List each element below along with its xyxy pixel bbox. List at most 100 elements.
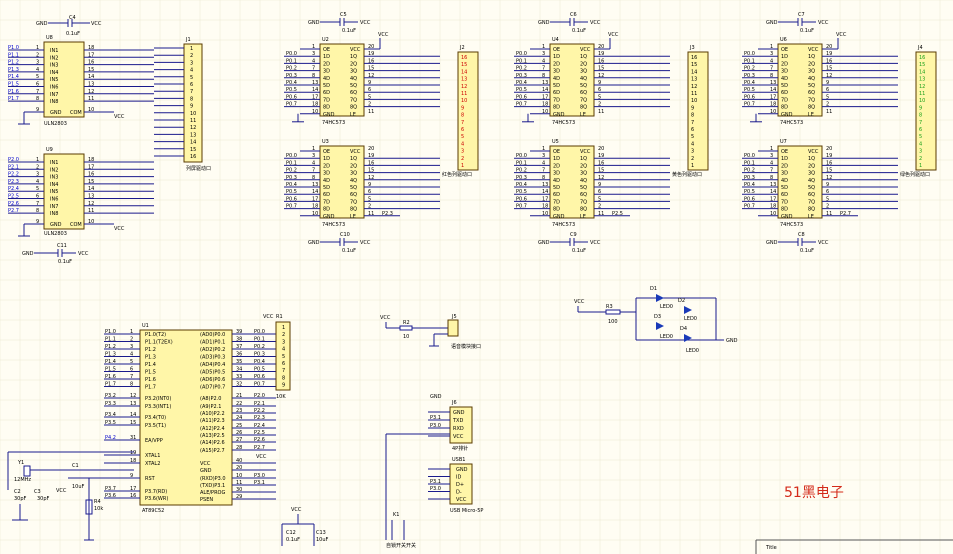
mcu-right-pin: (AD0)P0.0	[200, 332, 225, 338]
latch-left-pin: 2D	[323, 61, 330, 67]
latch-right-pin: 5Q	[350, 83, 357, 89]
latch-pin-num: 18	[312, 204, 318, 210]
net-label: P0.4	[254, 359, 265, 365]
net-label: P0.5	[744, 87, 755, 93]
rp-pin: 2	[282, 332, 285, 338]
latch-pin-num: 1	[312, 146, 315, 152]
latch-pin-num: 14	[770, 87, 776, 93]
rp-pin: 8	[282, 375, 285, 381]
uln-input-pin: IN5	[50, 77, 58, 83]
net-label: P0.1	[744, 160, 755, 166]
latch-left-pin: 2D	[781, 163, 788, 169]
mcu-pin-num: 35	[236, 359, 242, 365]
header-pin-num: 8	[461, 113, 464, 119]
c12-ref: C12	[286, 530, 296, 536]
c1-ref: C1	[72, 463, 79, 469]
latch-body	[777, 43, 823, 117]
net-label: P1.0	[8, 45, 19, 51]
header-pin-num: 10	[461, 98, 467, 104]
latch-right-pin: 2Q	[808, 61, 815, 67]
d2-label: LED0	[684, 316, 697, 322]
net-label: P0.6	[744, 94, 755, 100]
latch-pin-num: 8	[542, 175, 545, 181]
mcu-right-pin: (AD1)P0.1	[200, 340, 225, 346]
k1-ref: K1	[393, 512, 399, 518]
uln-pin-num: 15	[88, 67, 94, 73]
mcu-left-pin: P3.6(WR)	[145, 496, 168, 502]
c11-vcc: VCC	[78, 251, 89, 257]
header-pin-num: 5	[919, 134, 922, 140]
header-pin-num: 14	[919, 69, 925, 75]
latch-pin-num: 12	[826, 175, 832, 181]
mcu-right-pin: VCC	[200, 461, 211, 467]
usb-pin: VCC	[456, 497, 467, 503]
net-label: P1.0	[105, 329, 116, 335]
mcu-pin-num: 33	[236, 374, 242, 380]
latch-pin-num: 3	[542, 153, 545, 159]
mcu-left-pin: P3.5(T1)	[145, 423, 166, 429]
header-ref: J2	[459, 45, 465, 51]
header-pin-num: 9	[919, 105, 922, 111]
net-label: P2.4	[254, 423, 265, 429]
mcu-pin-num: 40	[236, 458, 242, 464]
cap-value: 0.1uF	[800, 248, 814, 254]
header-pin-num: 2	[461, 156, 464, 162]
mcu-pin-num: 5	[130, 359, 133, 365]
latch-pin-num: 13	[542, 182, 548, 188]
net-label: P0.3	[516, 175, 527, 181]
latch-pin-num: 16	[598, 58, 604, 64]
rp-pin: 3	[282, 339, 285, 345]
header-pin-num: 2	[919, 156, 922, 162]
latch-pin-num: 15	[368, 168, 374, 174]
c4-value: 0.1uF	[66, 31, 80, 37]
y1-ref: Y1	[17, 460, 24, 466]
latch-left-pin: 6D	[323, 90, 330, 96]
latch-pin-num: 10	[770, 211, 776, 217]
net-label: P2.3	[254, 415, 265, 421]
mcu-left-pin: P1.4	[145, 362, 156, 368]
header-pin-num: 6	[461, 127, 464, 133]
header-pin-num: 7	[919, 120, 922, 126]
uln-pin-num: 7	[36, 201, 39, 207]
latch-right-pin: 7Q	[808, 97, 815, 103]
net-label: P4.2	[105, 435, 116, 441]
vcc-label: VCC	[360, 240, 371, 246]
uln-pin-num: 5	[36, 74, 39, 80]
latch-right-pin: LE	[580, 112, 586, 118]
latch-pin-num: 10	[312, 109, 318, 115]
latch-left-pin: 5D	[323, 83, 330, 89]
net-label: P0.0	[286, 153, 297, 159]
voice-module-j5: VCC R2 10 J5 语音模块接口	[380, 314, 481, 350]
net-label: P0.2	[286, 66, 297, 72]
uln-pin-num: 4	[36, 179, 39, 185]
gnd-label: GND	[308, 240, 320, 246]
net-label: P2.5	[8, 194, 19, 200]
net-label: P0.5	[286, 87, 297, 93]
j6-body	[449, 406, 473, 444]
j6-ref: J6	[451, 400, 457, 406]
mcu-pin-num: 7	[130, 374, 133, 380]
r1-vcc: VCC	[263, 314, 274, 320]
uln-pin-num: 18	[88, 45, 94, 51]
latch-right-pin: VCC	[350, 149, 361, 155]
mcu-pin-num: 3	[130, 344, 133, 350]
rp-pin: 5	[282, 354, 285, 360]
net-label: P0.7	[516, 204, 527, 210]
net-label: P1.7	[105, 382, 116, 388]
mcu-right-pin: (A9)P2.1	[200, 404, 221, 410]
u8-body	[43, 41, 85, 118]
latch-left-pin: 5D	[781, 83, 788, 89]
net-label: P1.6	[105, 374, 116, 380]
mcu-left-pin: P3.4(T0)	[145, 415, 166, 421]
net-label: P1.4	[8, 74, 19, 80]
latch-left-pin: 8D	[323, 105, 330, 111]
mcu-left-pin: P1.7	[145, 385, 156, 391]
cap-ref: C6	[570, 12, 577, 18]
latch-left-pin: 5D	[323, 185, 330, 191]
latch-pin-num: 10	[770, 109, 776, 115]
net-label: P3.0	[254, 473, 265, 479]
